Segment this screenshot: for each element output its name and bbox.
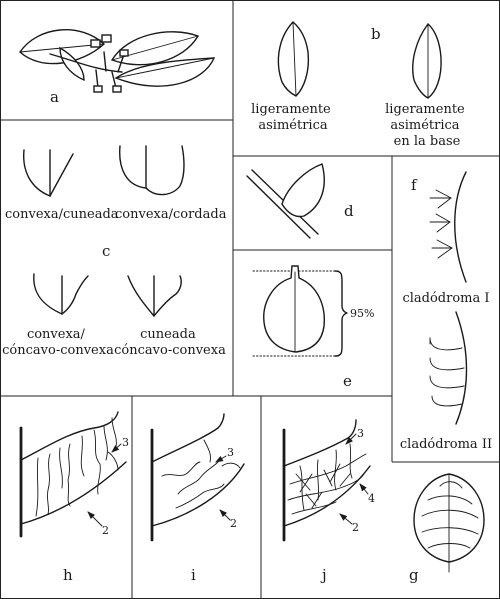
caption-cladodromous-i: cladódroma I — [402, 291, 489, 306]
base-convex-cordate — [119, 145, 185, 196]
panel-d-letter: d — [344, 202, 354, 220]
cladodromous-i-drawing — [429, 171, 467, 283]
caption-c4-line1: cuneada — [140, 327, 196, 342]
panel-b-letter: b — [371, 25, 381, 43]
caption-b-left-line1: ligeramente — [251, 102, 331, 117]
caption-c4-line2: cóncavo-convexa — [114, 343, 226, 358]
panel-a-letter: a — [50, 88, 59, 106]
leaf-slightly-asymmetric — [277, 21, 310, 97]
base-convex-concavo-convex — [33, 273, 89, 315]
caption-convex-cuneate: convexa/cuneada — [5, 207, 119, 222]
leaf-asymmetric-base — [412, 22, 442, 99]
panel-j-letter: j — [320, 566, 327, 584]
caption-c3-line1: convexa/ — [27, 327, 86, 342]
venation-h-drawing — [19, 411, 127, 538]
caption-slightly-asymmetric: ligeramente asimétrica — [251, 102, 335, 133]
panel-e-letter: e — [343, 372, 352, 390]
j-label-4: 4 — [368, 492, 375, 505]
base-convex-cuneate — [23, 149, 74, 197]
panel-e: 95% e — [252, 265, 374, 390]
i-label-2: 2 — [230, 517, 237, 530]
panel-g-letter: g — [409, 566, 419, 584]
caption-convex-concavo-convex: convexa/ cóncavo-convexa — [2, 327, 114, 358]
base-cuneate-concavo-convex — [127, 275, 182, 317]
caption-b-right-line3: en la base — [394, 134, 461, 149]
panel-h: 3 2 h — [19, 411, 129, 584]
caption-c3-line2: cóncavo-convexa — [2, 343, 114, 358]
j-label-3: 3 — [357, 427, 364, 440]
percent-label: 95% — [350, 307, 374, 320]
j-label-2: 2 — [352, 521, 359, 534]
caption-b-right-line2: asimétrica — [390, 118, 459, 133]
panel-f-letter: f — [411, 176, 418, 194]
h-label-2: 2 — [102, 524, 109, 537]
caption-convex-cordate: convexa/cordada — [115, 207, 227, 222]
panel-i: 3 2 i — [150, 413, 245, 584]
venation-j-drawing — [282, 419, 371, 542]
i-label-3: 3 — [227, 446, 234, 459]
caption-cladodromous-ii: cladódroma II — [400, 437, 492, 452]
venation-i-drawing — [150, 413, 245, 542]
panel-c-letter: c — [102, 242, 110, 260]
h-label-3: 3 — [122, 436, 129, 449]
twig-drawing — [19, 29, 216, 93]
panel-b: b ligeramente asimétrica ligeramente asi… — [251, 21, 469, 149]
panel-a: a — [19, 29, 216, 106]
panel-f: f cladódroma I cladódroma II — [400, 171, 492, 452]
panel-d: d — [246, 163, 354, 239]
caption-b-right-line1: ligeramente — [385, 102, 465, 117]
cladodromous-ii-drawing — [429, 311, 468, 425]
panel-i-letter: i — [191, 566, 196, 584]
caption-asymmetric-base: ligeramente asimétrica en la base — [385, 102, 469, 149]
caption-cuneate-concavo-convex: cuneada cóncavo-convexa — [114, 327, 226, 358]
panel-g: g — [409, 473, 485, 584]
leaf-with-arches — [413, 473, 485, 573]
panel-h-letter: h — [63, 566, 73, 584]
panel-j: 3 4 2 j — [282, 419, 375, 584]
caption-b-left-line2: asimétrica — [258, 118, 327, 133]
panel-c: convexa/cuneada convexa/cordada c convex… — [2, 145, 227, 358]
